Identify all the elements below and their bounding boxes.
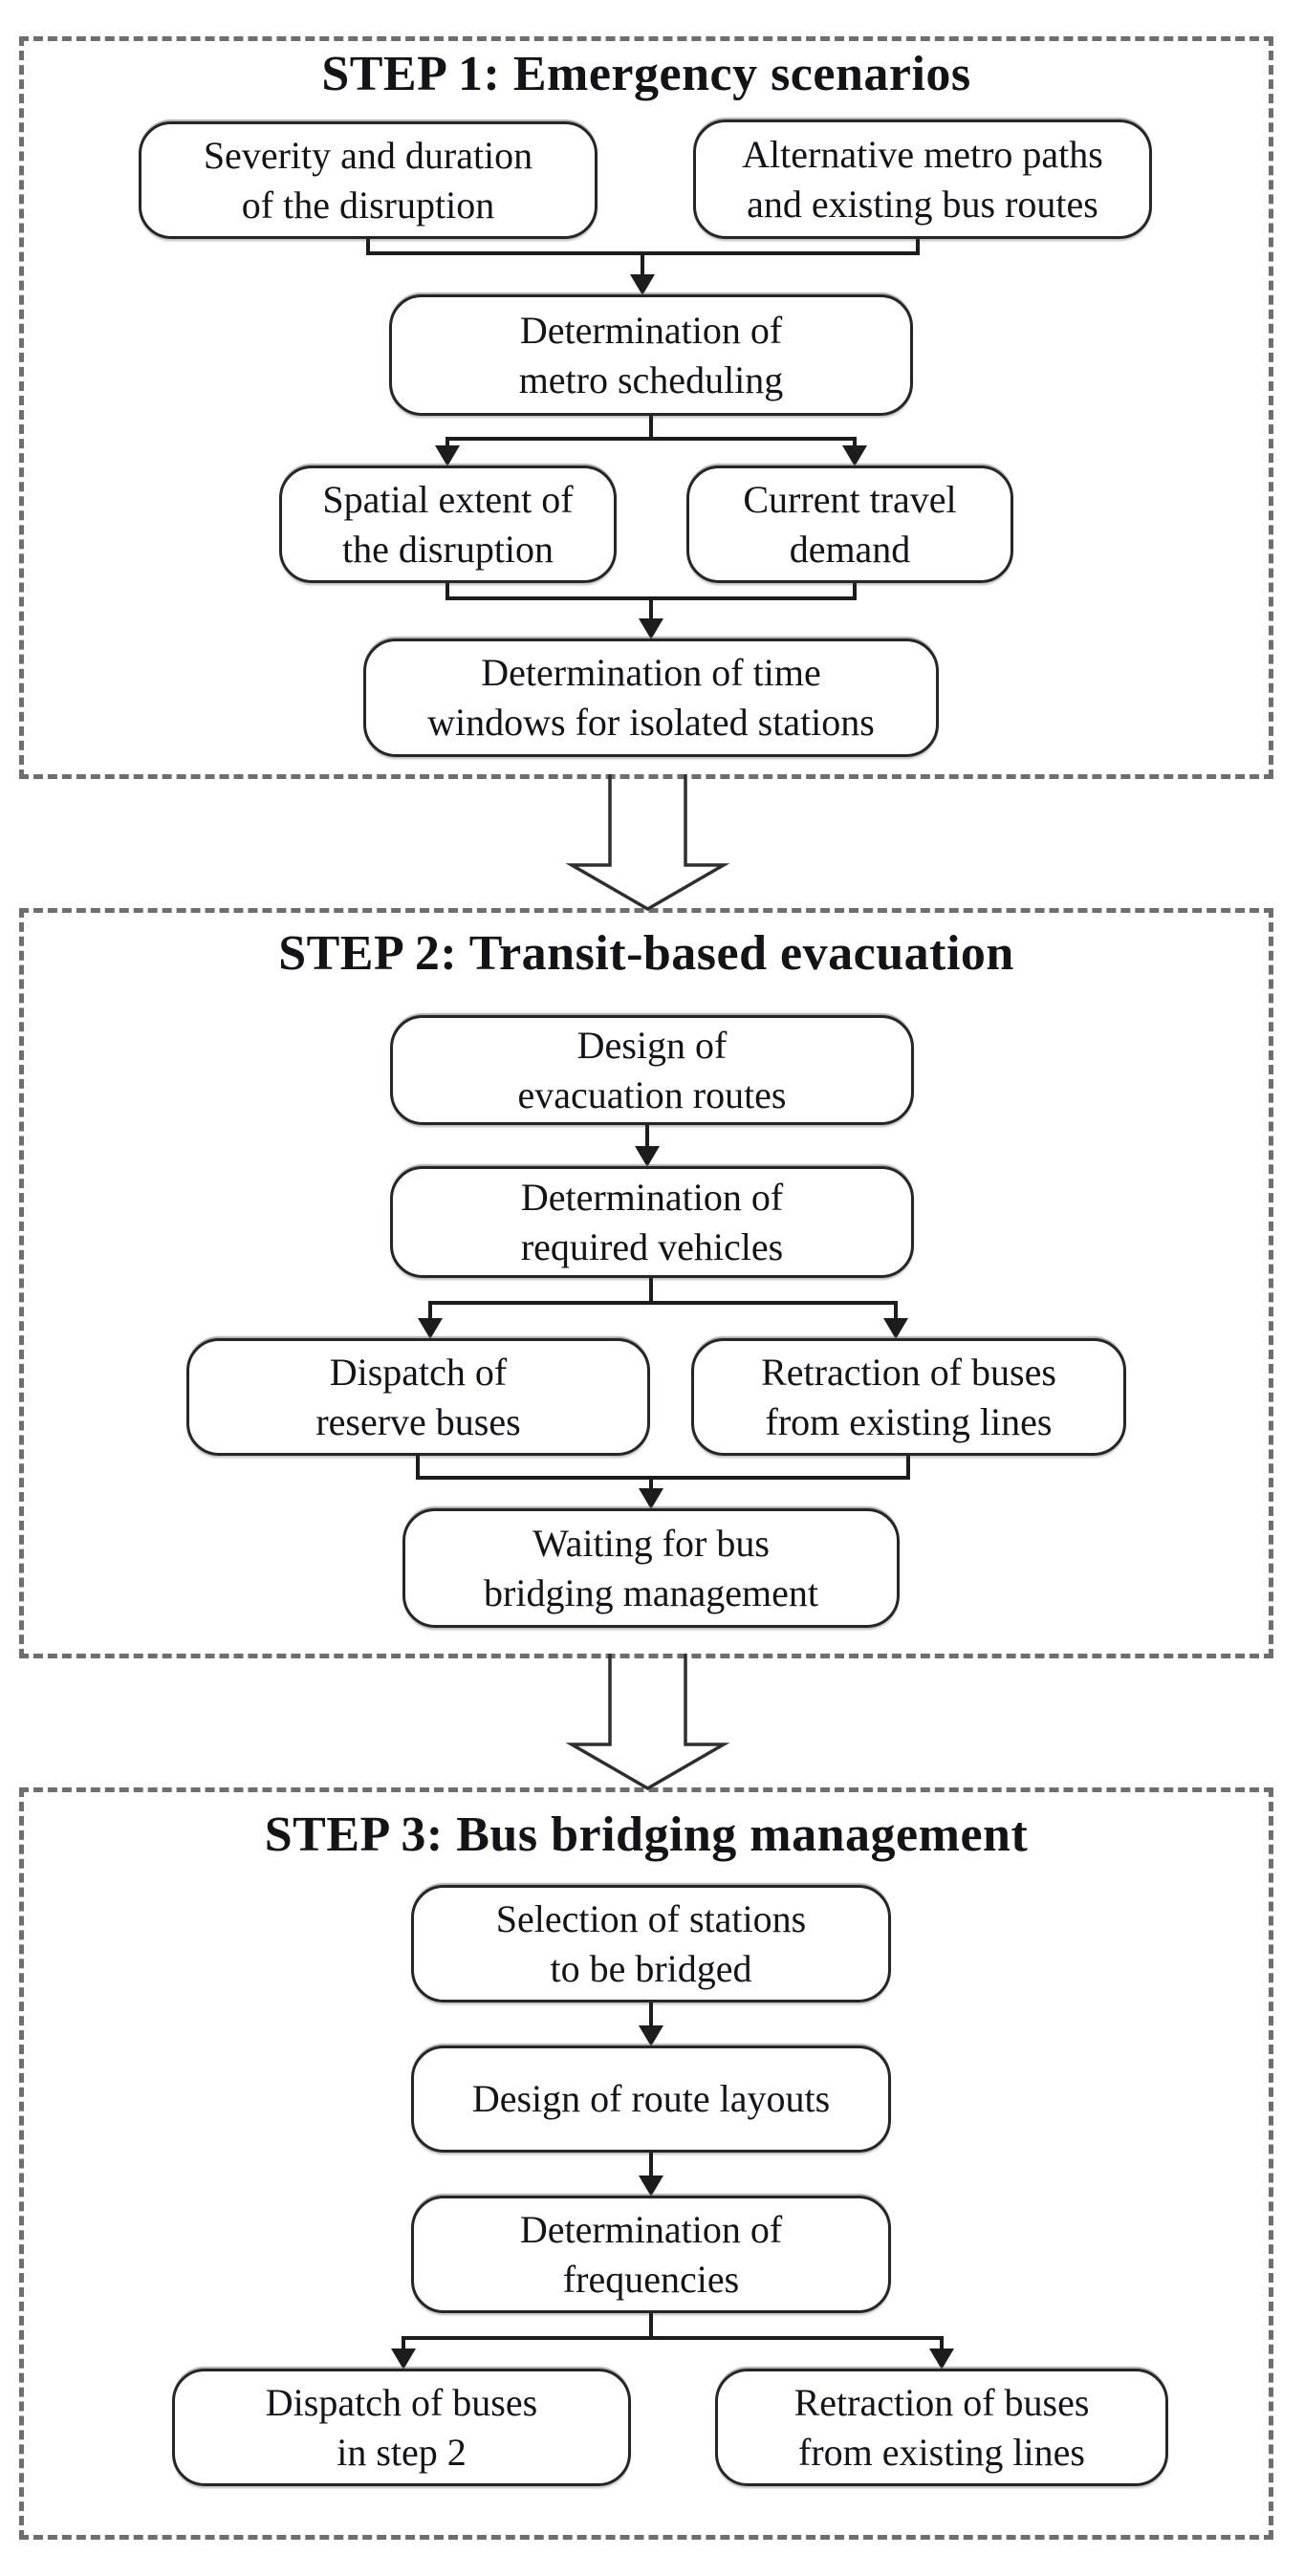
arrowhead: [418, 1318, 443, 1339]
step2-title: STEP 2: Transit-based evacuation: [278, 926, 1014, 981]
arrow-route-layouts-to-frequencies: [639, 2151, 663, 2197]
node-spatial-extent: Spatial extent of the disruption: [279, 465, 617, 583]
merge-arrow-to-time-windows: [446, 581, 857, 639]
step1-panel: STEP 1: Emergency scenarios: [19, 36, 1273, 779]
arrowhead: [435, 445, 460, 466]
merge-arrow-to-waiting: [416, 1454, 910, 1509]
arrow-selection-to-route-layouts: [639, 2001, 663, 2046]
node-retraction-existing-lines-step3: Retraction of buses from existing lines: [715, 2369, 1168, 2486]
arrowhead: [842, 445, 867, 466]
node-severity-duration: Severity and duration of the disruption: [139, 121, 598, 239]
node-selection-stations: Selection of stations to be bridged: [411, 1885, 891, 2002]
node-dispatch-buses-step2: Dispatch of buses in step 2: [172, 2369, 631, 2486]
step3-panel: STEP 3: Bus bridging management: [19, 1787, 1273, 2540]
split-arrow-from-required-vehicles: [418, 1276, 908, 1339]
step2-panel: STEP 2: Transit-based evacuation: [19, 908, 1273, 1658]
step1-title: STEP 1: Emergency scenarios: [321, 47, 971, 101]
node-alternative-paths: Alternative metro paths and existing bus…: [693, 119, 1152, 239]
node-travel-demand: Current travel demand: [686, 465, 1013, 583]
node-retraction-existing-lines-step2: Retraction of buses from existing lines: [691, 1338, 1126, 1456]
arrowhead: [635, 1146, 660, 1167]
arrowhead: [883, 1318, 908, 1339]
node-dispatch-reserve-buses: Dispatch of reserve buses: [186, 1338, 650, 1456]
node-waiting-bridging: Waiting for bus bridging management: [402, 1508, 900, 1628]
node-metro-scheduling: Determination of metro scheduling: [389, 294, 913, 416]
node-route-layouts: Design of route layouts: [411, 2046, 891, 2153]
arrowhead: [391, 2349, 416, 2370]
arrowhead: [630, 274, 655, 295]
node-time-windows: Determination of time windows for isolat…: [363, 639, 939, 757]
arrowhead: [929, 2349, 954, 2370]
arrowhead: [639, 2176, 663, 2197]
arrowhead: [639, 2025, 663, 2046]
node-required-vehicles: Determination of required vehicles: [390, 1166, 914, 1278]
node-frequencies: Determination of frequencies: [411, 2196, 891, 2313]
block-arrow-step2-to-step3: [565, 1654, 730, 1791]
arrowhead: [639, 618, 663, 639]
split-arrow-from-frequencies: [391, 2311, 954, 2370]
arrow-design-to-required-vehicles: [635, 1123, 660, 1167]
arrowhead: [639, 1488, 663, 1509]
block-arrow-step1-to-step2: [565, 774, 730, 912]
merge-arrow-to-metro-scheduling: [366, 237, 920, 295]
split-arrow-from-metro-scheduling: [435, 414, 867, 466]
step3-title: STEP 3: Bus bridging management: [264, 1808, 1029, 1862]
node-design-evacuation-routes: Design of evacuation routes: [390, 1015, 914, 1125]
